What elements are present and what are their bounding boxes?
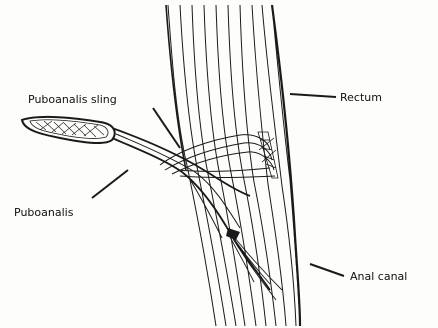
insertion-tendon-mark [226,228,240,240]
label-anal-canal: Anal canal [350,270,407,283]
leader-lines [92,94,344,276]
label-puboanalis: Puboanalis [14,206,74,219]
pubic-bone-section [22,117,115,143]
leader-anal-canal [310,264,344,276]
label-rectum: Rectum [340,91,382,104]
leader-puboanalis-sling [153,108,180,148]
leader-puboanalis [92,170,128,198]
label-puboanalis-sling: Puboanalis sling [28,93,117,106]
rectal-wall-fibres [168,5,300,326]
leader-rectum [290,94,336,97]
